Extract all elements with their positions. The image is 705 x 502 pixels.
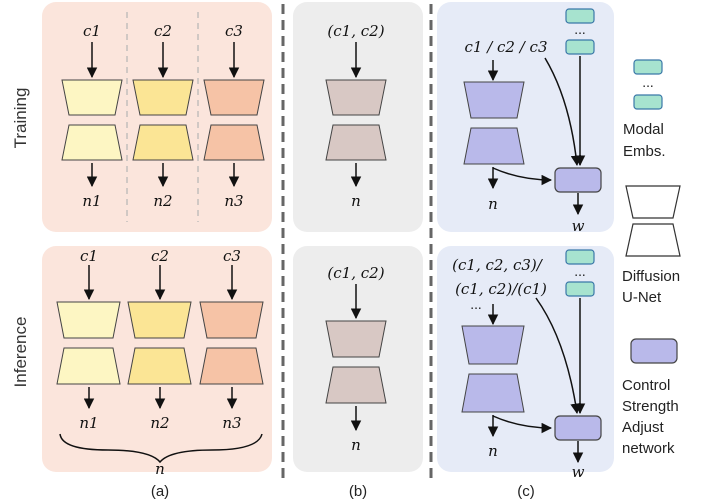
panel-a-training-bg bbox=[42, 2, 272, 232]
label-b-train-input: (c1, c2) bbox=[327, 22, 384, 40]
unet-c-inf bbox=[461, 325, 525, 413]
label-b-inf-input: (c1, c2) bbox=[327, 264, 384, 282]
csan-train bbox=[554, 167, 602, 193]
label-a-train-n2: n2 bbox=[153, 192, 172, 210]
unet-a-inf-3 bbox=[199, 301, 264, 385]
unet-b-inf bbox=[325, 320, 387, 404]
label-a-train-c2: c2 bbox=[154, 22, 172, 40]
unet-a-inf-2 bbox=[127, 301, 192, 385]
label-a-train-c1: c1 bbox=[83, 22, 101, 40]
label-a-train-n3: n3 bbox=[224, 192, 243, 210]
label-c-inf-input-2: (c1, c2)/(c1) bbox=[455, 280, 547, 298]
modal-embeddings-inf: ... bbox=[565, 249, 595, 297]
legend-unet-icon bbox=[625, 185, 681, 257]
label-b-train-n: n bbox=[351, 192, 361, 210]
label-a-inf-c1: c1 bbox=[80, 247, 98, 265]
label-a-train-c3: c3 bbox=[225, 22, 243, 40]
legend-csan-label-2: Strength bbox=[622, 398, 679, 415]
panel-b-training-bg bbox=[293, 2, 423, 232]
label-c-inf-input-1: (c1, c2, c3)/ bbox=[452, 256, 544, 274]
panel-a-training-unets bbox=[61, 79, 265, 161]
row-label-training: Training bbox=[11, 88, 30, 149]
legend-modal-embs-icon: ... bbox=[633, 59, 663, 110]
label-a-inf-n3: n3 bbox=[222, 414, 241, 432]
label-a-inf-c3: c3 bbox=[223, 247, 241, 265]
label-c-train-n: n bbox=[488, 195, 498, 213]
caption-a: (a) bbox=[151, 483, 169, 500]
label-c-inf-dots: ... bbox=[470, 298, 481, 312]
svg-text:...: ... bbox=[574, 23, 585, 37]
arrow-c-train-unet-to-csan bbox=[492, 167, 553, 186]
unet-a-train-2 bbox=[132, 79, 194, 161]
label-c-inf-w: w bbox=[572, 463, 585, 481]
modal-embeddings-train: ... bbox=[565, 8, 595, 55]
svg-text:...: ... bbox=[574, 265, 585, 279]
row-label-inference: Inference bbox=[11, 317, 30, 388]
label-a-inf-n2: n2 bbox=[150, 414, 169, 432]
label-c-train-w: w bbox=[572, 217, 585, 235]
panel-b-inference-bg bbox=[293, 246, 423, 472]
panel-c-training-bg bbox=[437, 2, 614, 232]
legend-modal-label-1: Modal bbox=[623, 121, 664, 138]
label-b-inf-n: n bbox=[351, 436, 361, 454]
label-a-train-n1: n1 bbox=[82, 192, 101, 210]
svg-text:...: ... bbox=[642, 76, 653, 90]
unet-a-inf-1 bbox=[56, 301, 121, 385]
merge-brace bbox=[59, 433, 263, 464]
unet-b-train bbox=[325, 79, 387, 161]
unet-a-train-3 bbox=[203, 79, 265, 161]
caption-c: (c) bbox=[517, 483, 535, 500]
legend-csan-icon bbox=[630, 338, 678, 364]
panel-a-inference-unets bbox=[56, 301, 264, 385]
csan-inf bbox=[554, 415, 602, 441]
label-a-inf-n1: n1 bbox=[79, 414, 98, 432]
arrow-c-inf-unet-to-csan bbox=[492, 415, 553, 434]
legend-modal-label-2: Embs. bbox=[623, 143, 666, 160]
label-a-merged-n: n bbox=[155, 460, 165, 478]
legend-unet-label-2: U-Net bbox=[622, 289, 662, 306]
label-c-train-input: c1 / c2 / c3 bbox=[464, 38, 547, 56]
label-c-inf-n: n bbox=[488, 442, 498, 460]
legend-unet-label-1: Diffusion bbox=[622, 268, 680, 285]
unet-c-train bbox=[463, 81, 525, 165]
caption-b: (b) bbox=[349, 483, 367, 500]
unet-a-train-1 bbox=[61, 79, 123, 161]
legend-csan-label-1: Control bbox=[622, 377, 670, 394]
label-a-inf-c2: c2 bbox=[151, 247, 169, 265]
arrow-c-inf-input-to-csan bbox=[535, 297, 581, 415]
arrow-c-train-input-to-csan bbox=[544, 57, 582, 167]
legend-csan-label-4: network bbox=[622, 440, 675, 457]
legend-csan-label-3: Adjust bbox=[622, 419, 665, 436]
